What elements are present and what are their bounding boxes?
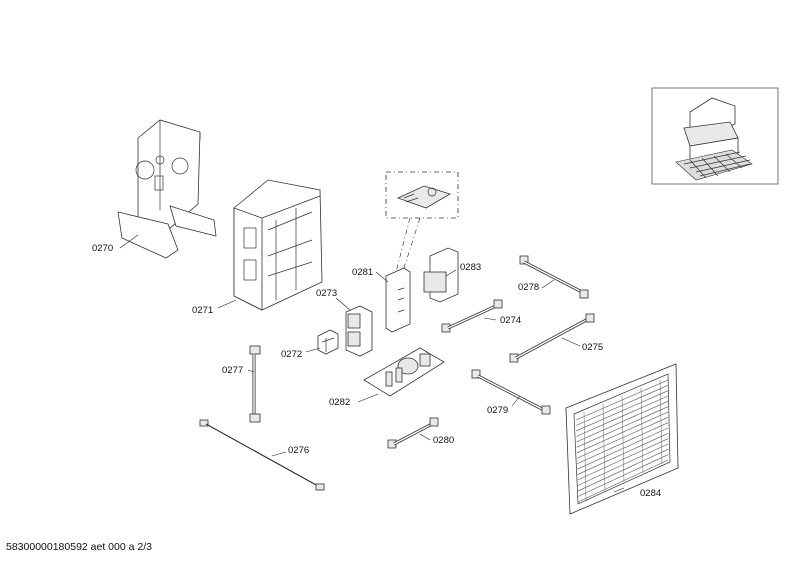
part-0271-housing	[217, 179, 323, 311]
part-0284-grille	[565, 363, 679, 515]
label-0280: 0280	[433, 435, 454, 446]
label-0273: 0273	[316, 288, 337, 299]
label-0271: 0271	[192, 305, 213, 316]
part-0270-bracket	[117, 119, 217, 259]
grille-divider	[583, 411, 587, 501]
part-0276-wire	[199, 419, 325, 491]
label-0272: 0272	[281, 349, 302, 360]
grille-divider	[621, 395, 625, 483]
overview-thumbnail	[651, 87, 779, 185]
grille-slat	[576, 406, 669, 448]
part-0277-cable	[247, 345, 261, 423]
label-0270: 0270	[92, 243, 113, 254]
grille-slat	[577, 454, 669, 497]
label-0281: 0281	[352, 267, 373, 278]
grille-slat	[577, 433, 669, 475]
grille-slat	[577, 459, 669, 503]
grille-slat	[576, 395, 669, 437]
grille-slat	[577, 449, 669, 492]
grille-slat	[577, 427, 669, 470]
label-0279: 0279	[487, 405, 508, 416]
grille-slat	[577, 443, 669, 486]
label-0274: 0274	[500, 315, 521, 326]
label-0275: 0275	[582, 342, 603, 353]
grille-slat	[576, 411, 669, 454]
part-0283-transformer	[423, 247, 459, 303]
grille-slat	[576, 417, 669, 459]
grille-slat	[576, 422, 669, 465]
grille-divider	[659, 379, 663, 465]
label-0284: 0284	[640, 488, 661, 499]
grille-slat	[577, 438, 669, 481]
label-0282: 0282	[329, 397, 350, 408]
part-0274-cable	[441, 299, 503, 333]
label-0277: 0277	[222, 365, 243, 376]
part-0279-cable	[471, 369, 551, 415]
grille-slat	[576, 401, 669, 443]
part-0281-board	[375, 171, 459, 333]
part-0282-power-board	[357, 347, 445, 403]
part-0273-relays	[335, 297, 373, 357]
label-0278: 0278	[518, 282, 539, 293]
label-0283: 0283	[460, 262, 481, 273]
part-0280-cable	[387, 417, 439, 449]
grille-divider	[602, 403, 606, 492]
document-footer: 58300000180592 aet 000 a 2/3	[6, 541, 152, 553]
part-0275-cable	[509, 313, 595, 363]
grille-divider	[640, 387, 644, 474]
part-0278-cable	[519, 255, 589, 299]
part-0272-block	[305, 329, 339, 355]
label-0276: 0276	[288, 445, 309, 456]
